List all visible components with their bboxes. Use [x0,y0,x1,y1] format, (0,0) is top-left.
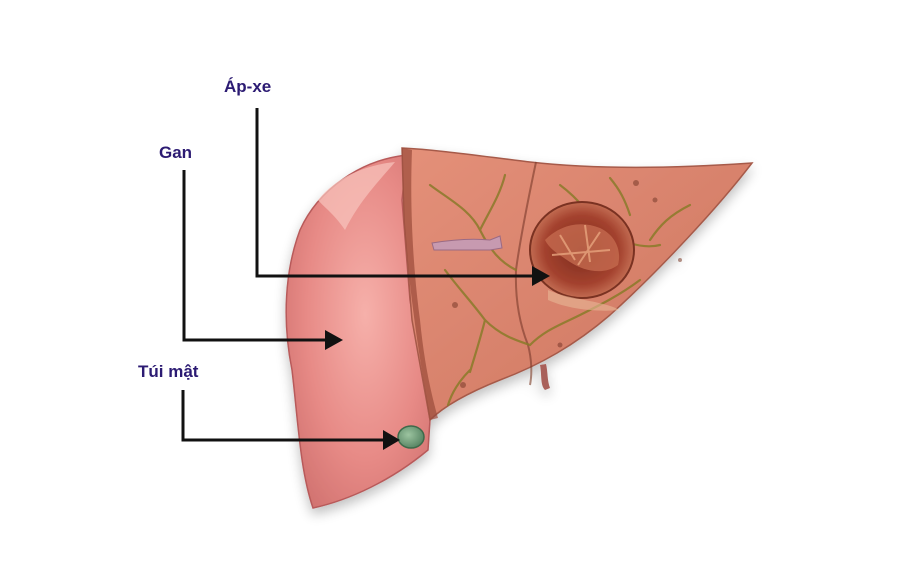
gallbladder [397,425,425,449]
arrowhead-liver [325,330,343,350]
arrowhead-gallbladder [383,430,400,450]
lobule-boundary [514,161,537,386]
label-liver: Gan [159,143,193,162]
ligament-tip [540,364,550,390]
abscess-cavity [529,201,635,311]
arrow-gallbladder [181,390,383,442]
liver-capsule-edge [402,148,438,420]
label-gallbladder: Túi mật [138,362,199,381]
duct [431,235,503,251]
liver-surface [285,154,431,509]
tissue-spots [452,180,682,388]
label-abscess: Áp-xe [224,77,272,96]
arrow-liver [182,170,325,342]
liver-highlight [318,162,395,230]
arrow-abscess [255,108,532,278]
arrowhead-abscess [532,266,550,286]
